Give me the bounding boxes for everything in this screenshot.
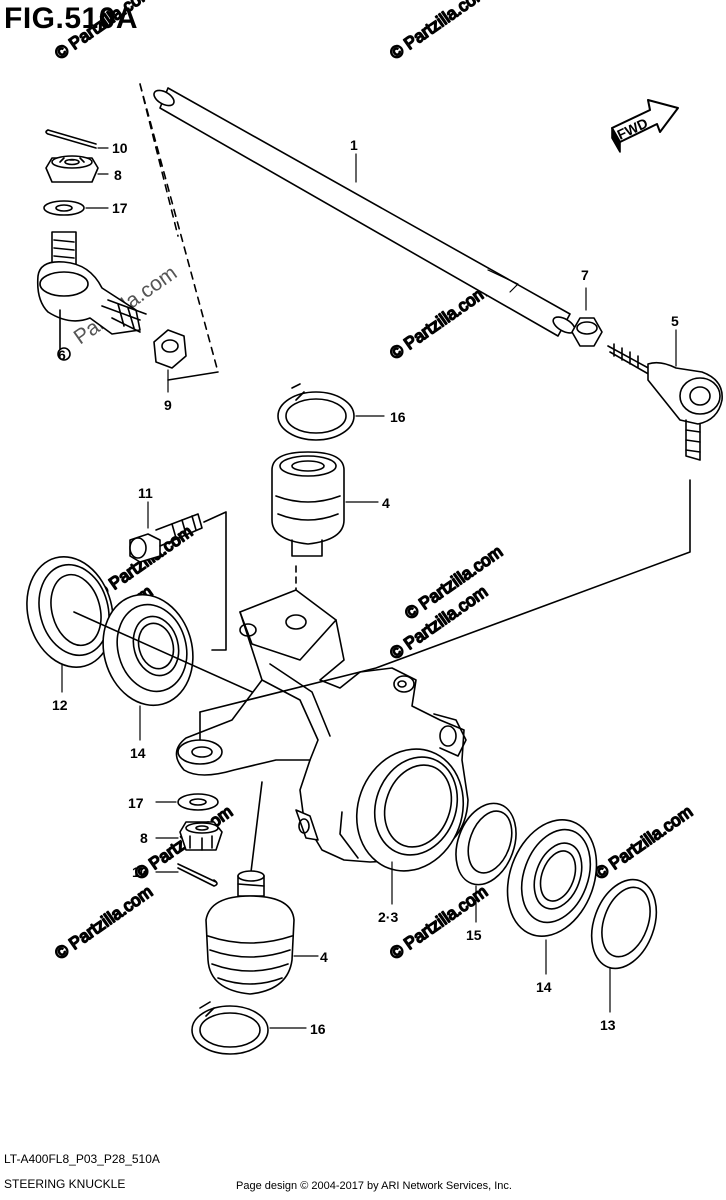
part-6-tie-rod-end [36, 231, 147, 361]
forward-direction-arrow-icon: FWD [611, 99, 679, 153]
part-15-spacer [455, 802, 517, 886]
callout-8: 8 [114, 167, 122, 183]
part-14-bearing [506, 819, 598, 937]
part-1-tie-rod [153, 87, 576, 337]
callout-10: 10 [132, 864, 148, 880]
callout-1: 1 [350, 137, 358, 153]
axle-center-line [73, 611, 271, 701]
figure-title: FIG.510A [4, 2, 139, 35]
part-8-castle-nut [45, 155, 99, 183]
assembly-guide-line [167, 371, 219, 381]
watermark-text: © Partzilla.com [51, 0, 156, 63]
part-7-nut [571, 317, 603, 347]
callout-16: 16 [390, 409, 406, 425]
callout-leader-lines [61, 147, 677, 1029]
part-14-bearing [102, 593, 194, 707]
part-17-washer [43, 200, 85, 216]
callout-9: 9 [164, 397, 172, 413]
part-17-washer [177, 793, 219, 811]
callout-4: 4 [382, 495, 390, 511]
callout-13: 13 [600, 1017, 616, 1033]
figure-code: LT-A400FL8_P03_P28_510A [4, 1152, 160, 1166]
part-11-bolt [129, 513, 203, 563]
part-16-circlip [191, 1001, 269, 1055]
assembly-guide-line [203, 511, 227, 651]
callout-labels: 1 10 8 17 6 9 7 5 16 4 11 12 14 17 8 10 … [52, 137, 679, 1037]
part-10-cotter-pin [45, 129, 97, 149]
callout-5: 5 [671, 313, 679, 329]
part-5-tie-rod-end [607, 343, 723, 461]
assembly-guide-line [249, 781, 263, 881]
callout-10: 10 [112, 140, 128, 156]
callout-4: 4 [320, 949, 328, 965]
callout-16: 16 [310, 1021, 326, 1037]
part-9-lock-nut [153, 329, 187, 369]
watermark-text: © Partzilla.com [591, 802, 696, 883]
part-12-oil-seal [26, 556, 114, 668]
part-8-castle-nut [179, 821, 223, 851]
callout-7: 7 [581, 267, 589, 283]
part-4-ball-joint [205, 870, 295, 995]
callout-12: 12 [52, 697, 68, 713]
callout-6: 6 [58, 347, 66, 363]
figure-name: STEERING KNUCKLE [4, 1177, 126, 1191]
callout-11: 11 [138, 485, 153, 501]
assembly-guide-line [199, 479, 691, 713]
callout-14: 14 [130, 745, 146, 761]
callout-2-3: 2·3 [378, 909, 398, 925]
part-13-oil-seal [590, 878, 658, 970]
assembly-guide-line [139, 83, 219, 373]
watermark-text: © Partzilla.com [386, 0, 491, 63]
watermark-text: © Partzilla.com [51, 882, 156, 963]
part-2-3-steering-knuckle [175, 589, 469, 872]
callout-17: 17 [112, 200, 128, 216]
callout-17: 17 [128, 795, 144, 811]
copyright-notice: Page design © 2004-2017 by ARI Network S… [236, 1180, 512, 1192]
callout-14: 14 [536, 979, 552, 995]
callout-8: 8 [140, 830, 148, 846]
watermark-text: © Partzilla.com [386, 282, 491, 363]
callout-15: 15 [466, 927, 482, 943]
part-10-cotter-pin [177, 863, 218, 887]
part-16-circlip [277, 383, 355, 441]
fwd-label: FWD [615, 115, 651, 143]
part-4-ball-joint [271, 451, 345, 621]
